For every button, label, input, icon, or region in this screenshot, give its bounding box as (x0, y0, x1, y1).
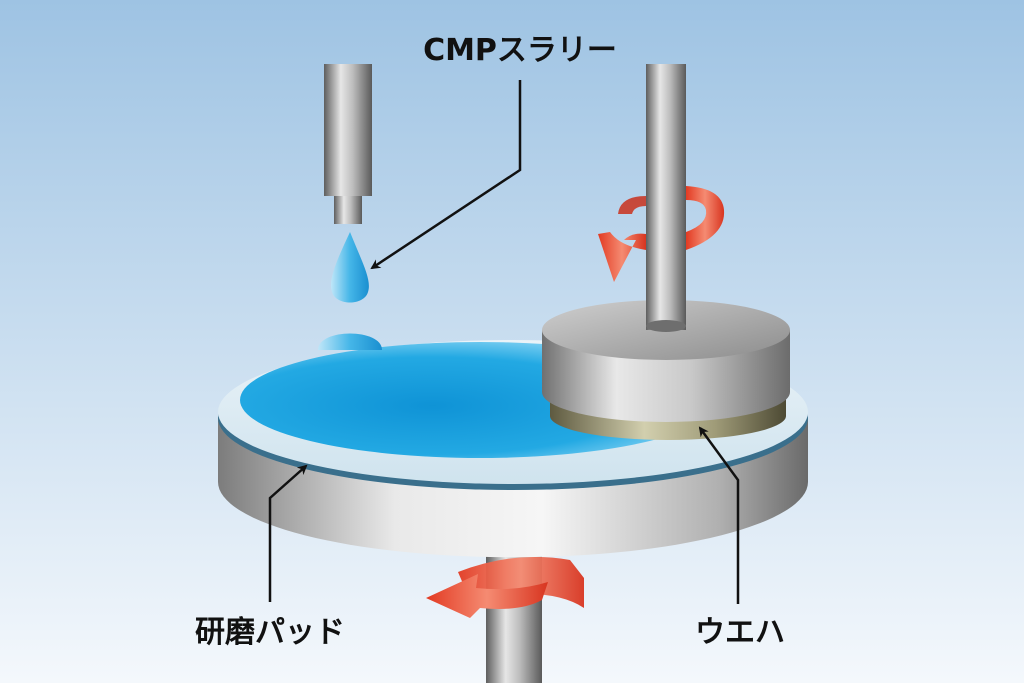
droplet-icon (330, 232, 369, 303)
pad-label: 研磨パッド (195, 615, 345, 650)
rotation-arrow-icon (426, 574, 548, 618)
slurry-nozzle (324, 64, 372, 224)
carrier-head (542, 300, 790, 440)
pad-leader-line (268, 464, 308, 602)
droplet-splash (318, 333, 382, 350)
rotation-arrow-icon (598, 186, 725, 282)
wafer-label: ウエハ (695, 615, 785, 650)
carrier-spindle (646, 64, 686, 330)
slurry-leader-line (370, 80, 522, 270)
slurry-label: CMPスラリー (423, 33, 617, 68)
wafer-leader-line (698, 426, 740, 604)
